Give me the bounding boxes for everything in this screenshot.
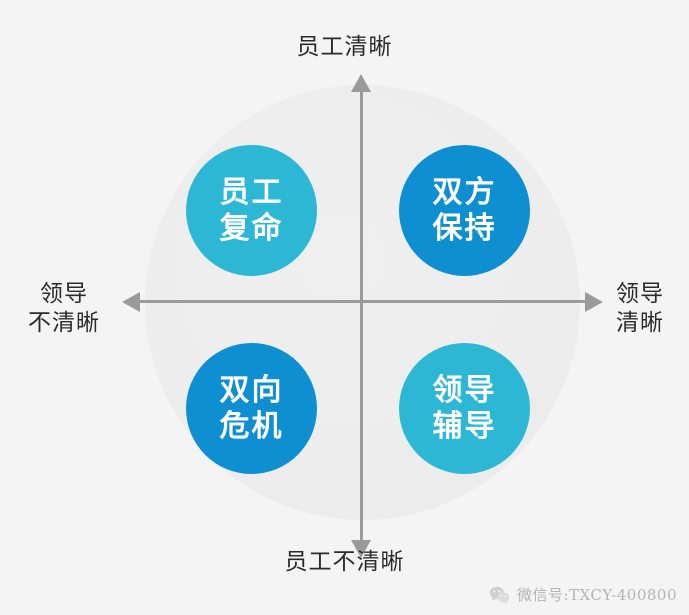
watermark: 微信号:TXCY-400800 bbox=[489, 584, 677, 605]
horizontal-axis-line bbox=[140, 300, 585, 303]
quadrant-bubble-bottom-right-line1: 领导 bbox=[432, 372, 497, 408]
axis-label-left-line1: 领导 bbox=[40, 281, 88, 307]
quadrant-bubble-top-left[interactable]: 员工 复命 bbox=[186, 145, 317, 276]
quadrant-bubble-top-right-line1: 双方 bbox=[432, 174, 497, 210]
axis-label-top: 员工清晰 bbox=[0, 33, 689, 62]
axis-label-right: 领导 清晰 bbox=[598, 280, 682, 338]
vertical-axis-line bbox=[360, 88, 363, 540]
quadrant-bubble-bottom-left-line2: 危机 bbox=[219, 408, 284, 444]
quadrant-bubble-bottom-left-line1: 双向 bbox=[219, 372, 284, 408]
axis-label-left: 领导 不清晰 bbox=[10, 280, 118, 338]
quadrant-bubble-bottom-left[interactable]: 双向 危机 bbox=[186, 343, 317, 474]
quadrant-bubble-top-right-line2: 保持 bbox=[432, 210, 497, 246]
watermark-text: 微信号:TXCY-400800 bbox=[516, 586, 677, 604]
quadrant-bubble-top-left-line2: 复命 bbox=[219, 210, 284, 246]
axis-arrow-up-icon bbox=[351, 74, 371, 92]
quadrant-bubble-top-right[interactable]: 双方 保持 bbox=[399, 145, 530, 276]
axis-label-right-line2: 清晰 bbox=[616, 310, 664, 336]
wechat-icon bbox=[489, 586, 510, 604]
axis-label-left-line2: 不清晰 bbox=[28, 310, 100, 336]
axis-arrow-down-icon bbox=[351, 540, 371, 558]
quadrant-bubble-bottom-right-line2: 辅导 bbox=[432, 408, 497, 444]
axis-label-right-line1: 领导 bbox=[616, 281, 664, 307]
axis-label-top-text: 员工清晰 bbox=[296, 34, 393, 60]
axis-label-bottom-text: 员工不清晰 bbox=[284, 549, 405, 575]
quadrant-bubble-bottom-right[interactable]: 领导 辅导 bbox=[399, 343, 530, 474]
axis-arrow-left-icon bbox=[122, 292, 140, 312]
quadrant-bubble-top-left-line1: 员工 bbox=[219, 174, 284, 210]
axis-arrow-right-icon bbox=[585, 292, 603, 312]
axis-label-bottom: 员工不清晰 bbox=[0, 548, 689, 577]
